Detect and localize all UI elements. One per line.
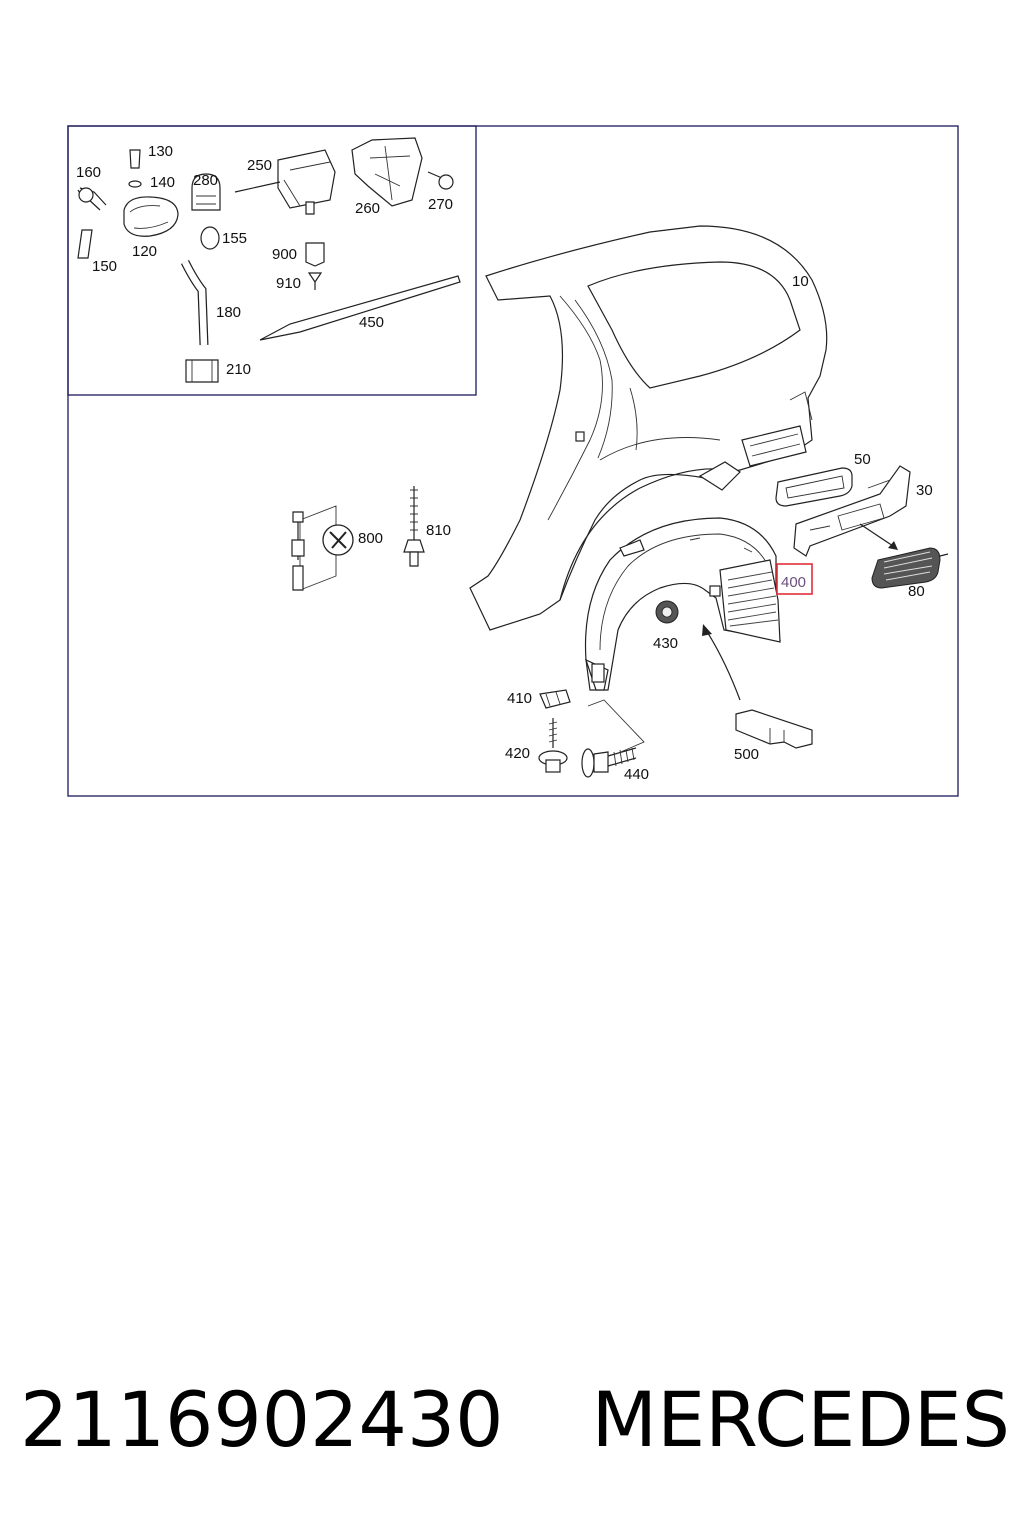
callout-180: 180 (216, 304, 241, 321)
highlight-box-400 (776, 563, 813, 595)
callout-800: 800 (358, 530, 383, 547)
callout-400: 400 (781, 574, 806, 591)
inset-frame (67, 125, 477, 396)
callout-150: 150 (92, 258, 117, 275)
callout-80: 80 (908, 583, 925, 600)
diagram-frame (67, 125, 959, 797)
callout-900: 900 (272, 246, 297, 263)
clip-410 (539, 689, 571, 709)
bolts-800 (291, 505, 354, 591)
bracket-30 (793, 465, 911, 557)
callout-160: 160 (76, 164, 101, 181)
callout-10: 10 (792, 273, 809, 290)
callout-430: 430 (653, 635, 678, 652)
callout-155: 155 (222, 230, 247, 247)
rear-side-panel (469, 225, 828, 631)
insert-500 (735, 709, 813, 749)
screw-420 (538, 718, 568, 773)
callout-410: 410 (507, 690, 532, 707)
callout-250: 250 (247, 157, 272, 174)
vent-80 (871, 547, 949, 589)
callout-420: 420 (505, 745, 530, 762)
callout-50: 50 (854, 451, 871, 468)
fuel-flap-assembly (77, 137, 461, 383)
brand-name: MERCEDES (591, 1375, 1010, 1464)
gasket-50 (775, 467, 853, 507)
wheel-arch-liner-400 (584, 517, 781, 691)
callout-140: 140 (150, 174, 175, 191)
callout-450: 450 (359, 314, 384, 331)
callout-500: 500 (734, 746, 759, 763)
parts-diagram: 10 30 50 80 120 130 140 150 155 160 180 … (67, 125, 959, 797)
stud-810 (403, 486, 425, 567)
callout-130: 130 (148, 143, 173, 160)
callout-210: 210 (226, 361, 251, 378)
nut-430 (655, 600, 679, 624)
callout-260: 260 (355, 200, 380, 217)
callout-270: 270 (428, 196, 453, 213)
callout-280: 280 (193, 172, 218, 189)
callout-810: 810 (426, 522, 451, 539)
callout-910: 910 (276, 275, 301, 292)
callout-440: 440 (624, 766, 649, 783)
callout-30: 30 (916, 482, 933, 499)
rivet-440 (581, 747, 637, 778)
callout-120: 120 (132, 243, 157, 260)
part-number: 2116902430 (20, 1375, 504, 1464)
caption: 2116902430 MERCEDES (20, 1365, 1010, 1475)
